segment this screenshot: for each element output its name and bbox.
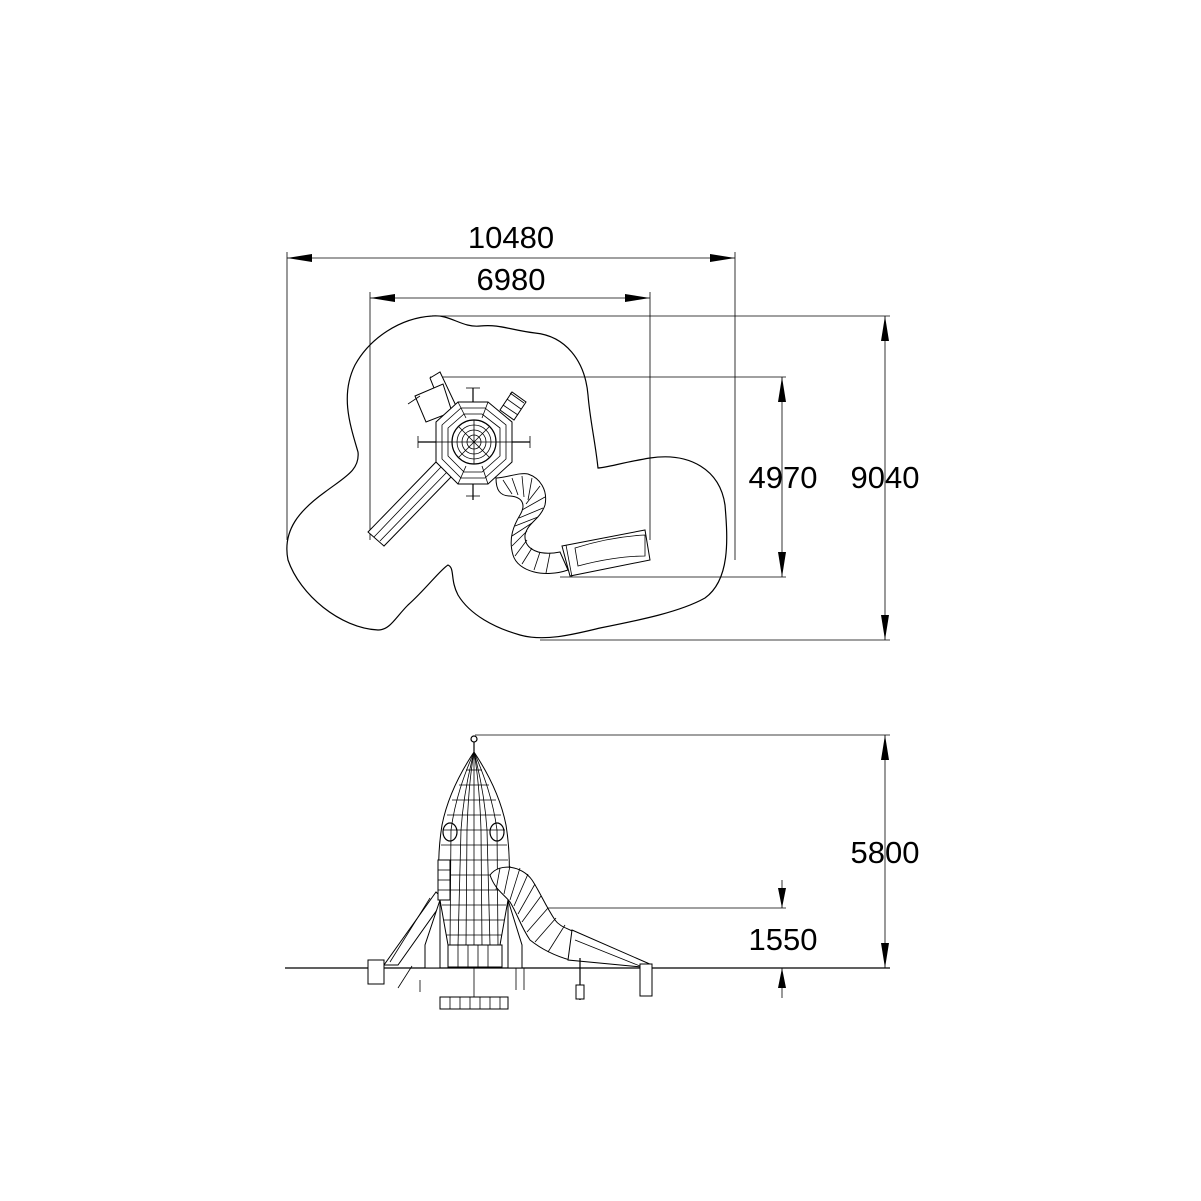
dimension-overall-width: 10480 <box>286 220 736 560</box>
dimension-label-10480: 10480 <box>468 220 554 255</box>
dimension-platform-height: 1550 <box>520 880 817 998</box>
straight-slide-plan <box>367 461 453 547</box>
dimension-label-9040: 9040 <box>851 460 920 495</box>
dimension-label-5800: 5800 <box>851 835 920 870</box>
plan-view: 10480 6980 4970 9040 <box>286 220 920 641</box>
safety-zone-outline <box>286 315 728 639</box>
dimension-inner-width: 6980 <box>369 262 651 540</box>
elevation-view: 5800 1550 <box>285 734 920 1010</box>
porthole-left <box>442 822 458 842</box>
dimension-label-6980: 6980 <box>477 262 546 297</box>
straight-slide-elevation <box>367 891 445 992</box>
ladder-plan-right <box>499 391 527 421</box>
tube-slide-elevation <box>489 865 653 1000</box>
tube-slide-plan <box>495 473 651 578</box>
dimension-label-1550: 1550 <box>749 922 818 957</box>
dimension-total-height: 5800 <box>475 734 920 968</box>
porthole-right <box>489 822 505 842</box>
octagonal-tower-plan <box>435 401 513 485</box>
ladder-plan-left <box>407 371 459 423</box>
rocket-tower <box>424 735 525 1010</box>
dimension-overall-depth: 9040 <box>432 315 920 641</box>
dimension-inner-height: 4970 <box>430 376 818 578</box>
dimension-label-4970: 4970 <box>749 460 818 495</box>
